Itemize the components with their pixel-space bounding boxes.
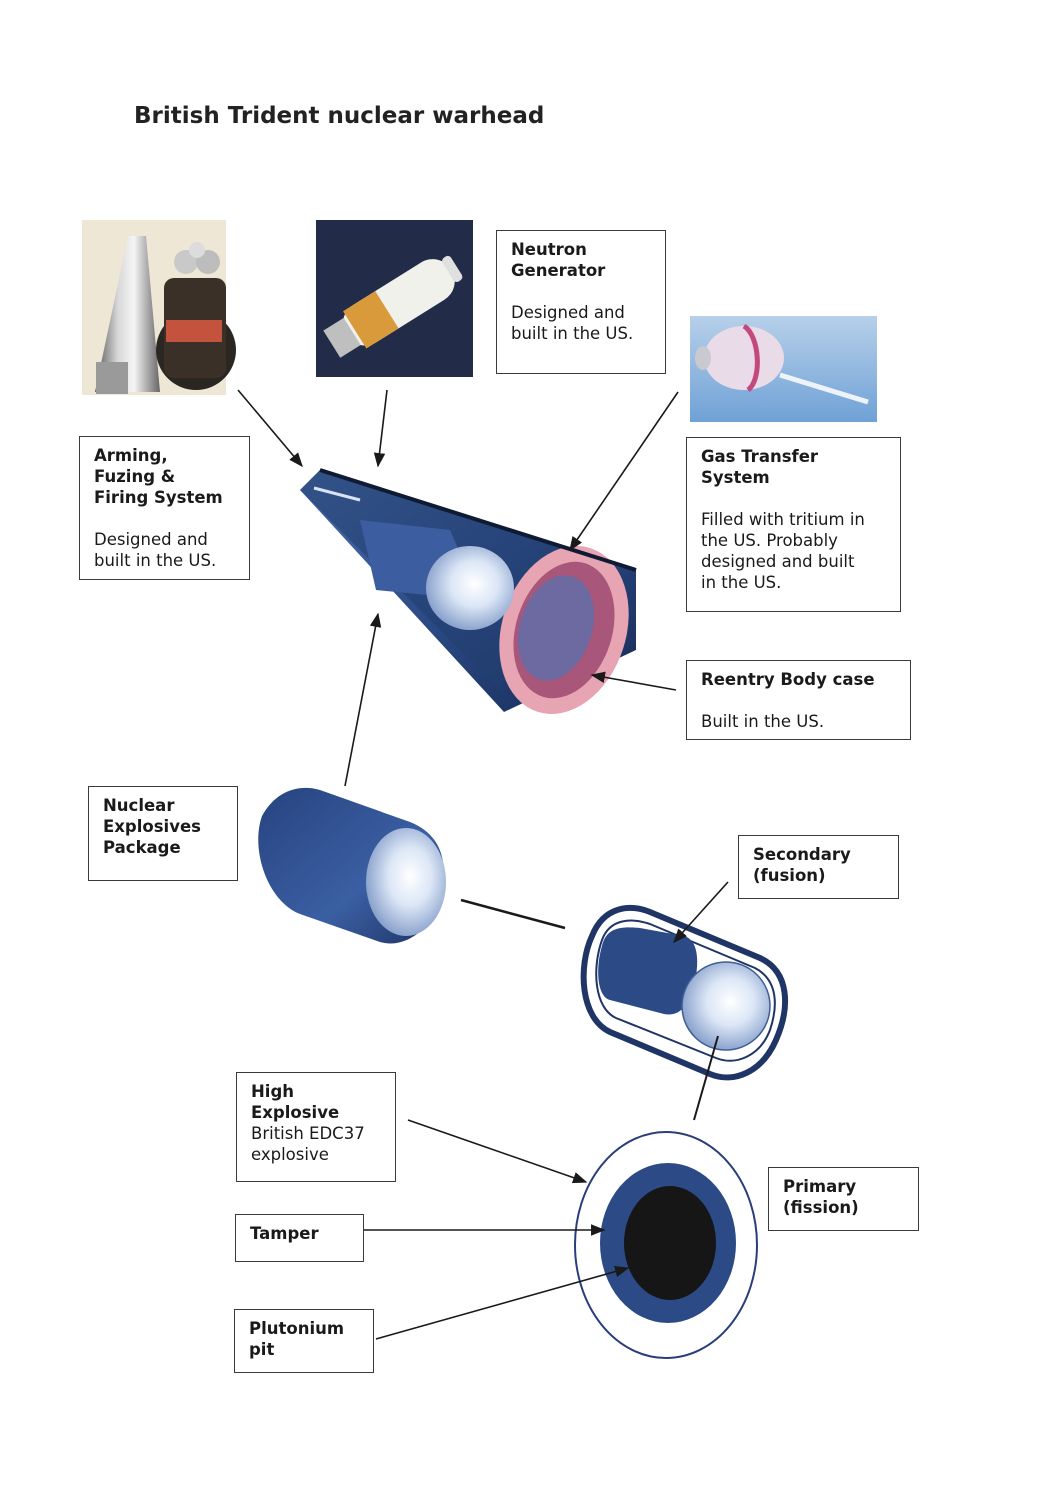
label-tamper: Tamper [235, 1214, 364, 1262]
neutron-generator-photo [316, 220, 473, 377]
arrow-plutonium-pit [375, 1265, 630, 1340]
arrow-affs [237, 389, 303, 468]
label-affs: Arming, Fuzing & Firing System Designed … [79, 436, 250, 580]
label-plutonium-pit-title: Plutonium pit [249, 1319, 345, 1359]
connector-nep-capsule [460, 898, 566, 930]
page-title: British Trident nuclear warhead [134, 103, 545, 129]
label-nep: Nuclear Explosives Package [88, 786, 238, 881]
affs-photo [82, 220, 236, 395]
label-reentry-body: Reentry Body case Built in the US. [686, 660, 911, 740]
primary-layers [574, 1131, 758, 1359]
label-neutron-generator-title: Neutron Generator [511, 240, 606, 280]
nep-capsule-schematic [580, 905, 788, 1081]
label-tamper-title: Tamper [250, 1224, 319, 1243]
arrow-nep [344, 612, 382, 787]
nep-cylinder [258, 787, 446, 944]
arrow-high-explosive [407, 1119, 588, 1184]
reentry-body-cutaway [300, 468, 637, 715]
label-neutron-generator: Neutron Generator Designed and built in … [496, 230, 666, 374]
label-secondary-title: Secondary (fusion) [753, 845, 851, 885]
arrow-secondary [673, 881, 729, 944]
label-primary: Primary (fission) [768, 1167, 919, 1231]
gas-transfer-photo [690, 316, 877, 422]
label-neutron-generator-body: Designed and built in the US. [511, 303, 634, 343]
label-high-explosive: High Explosive British EDC37 explosive [236, 1072, 396, 1182]
label-primary-title: Primary (fission) [783, 1177, 859, 1217]
label-high-explosive-body: British EDC37 explosive [251, 1124, 365, 1164]
label-secondary: Secondary (fusion) [738, 835, 899, 899]
arrow-neutron-generator [373, 389, 388, 468]
connector-capsule-primary [693, 1035, 719, 1121]
label-plutonium-pit: Plutonium pit [234, 1309, 374, 1373]
arrow-gas-transfer [569, 391, 679, 552]
label-gas-transfer: Gas Transfer System Filled with tritium … [686, 437, 901, 612]
label-nep-title: Nuclear Explosives Package [103, 796, 201, 857]
arrow-reentry-body [590, 671, 677, 691]
label-affs-title: Arming, Fuzing & Firing System [94, 446, 223, 507]
label-affs-body: Designed and built in the US. [94, 530, 217, 570]
label-gas-transfer-title: Gas Transfer System [701, 447, 819, 487]
label-reentry-body-title: Reentry Body case [701, 670, 875, 689]
label-gas-transfer-body: Filled with tritium in the US. Probably … [701, 510, 865, 592]
label-high-explosive-title: High Explosive [251, 1082, 340, 1122]
label-reentry-body-body: Built in the US. [701, 712, 825, 731]
